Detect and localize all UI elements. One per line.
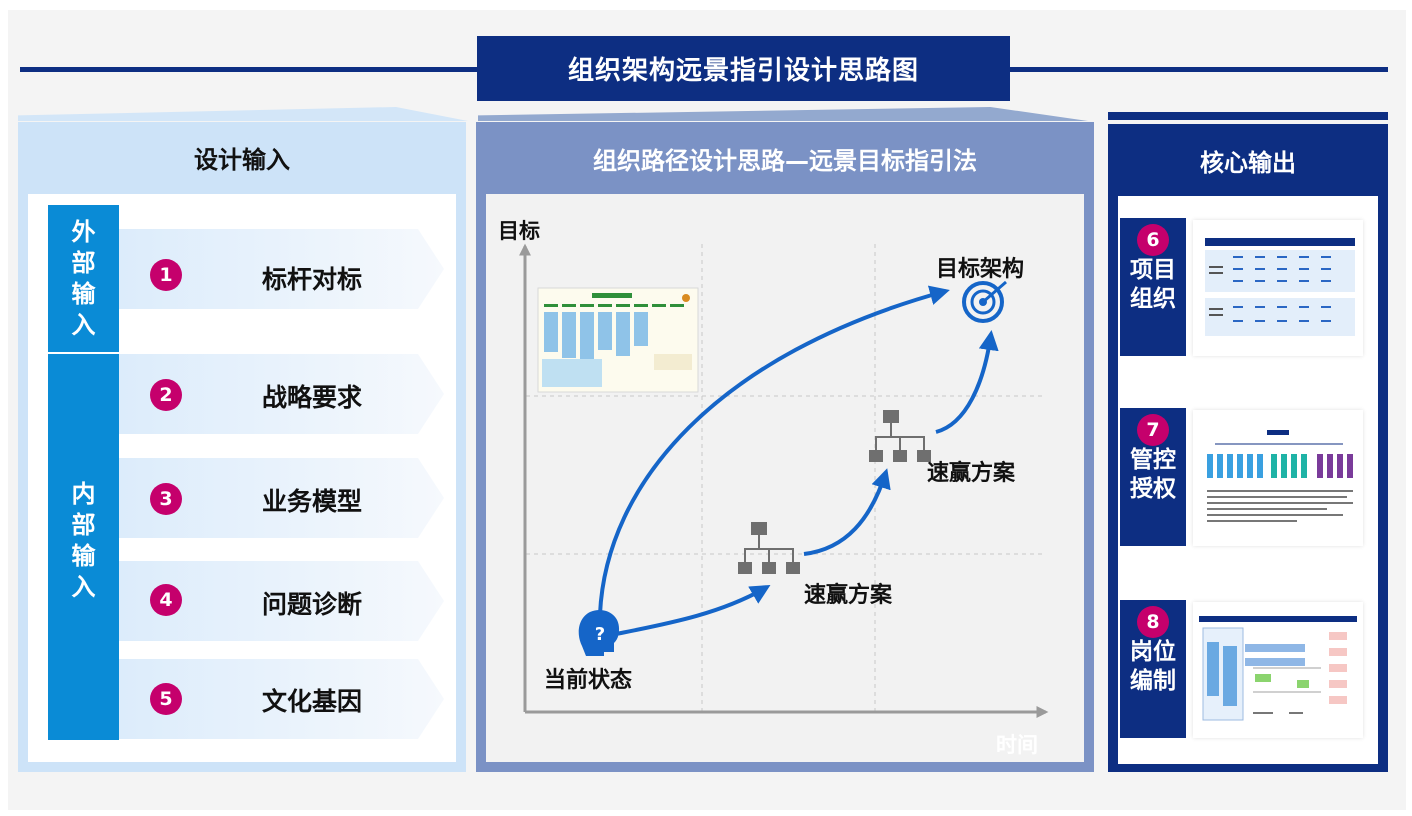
- input-item-label: 标杆对标: [262, 265, 363, 294]
- external-input-tab: 外 部 输 入: [48, 205, 119, 352]
- path-diagram: ? 目标 时间 当前状态 速赢方案 速赢方案 目标架构: [498, 219, 1049, 757]
- project-org-table-thumbnail: [1193, 220, 1363, 356]
- target-icon: [962, 280, 1007, 323]
- output-item-authorization: 7 管控 授权: [1120, 408, 1186, 546]
- input-item-label: 战略要求: [262, 383, 363, 412]
- output-item-number: 6: [1137, 224, 1169, 256]
- input-item-number: 5: [150, 683, 182, 715]
- step-arrow-2: [803, 468, 891, 556]
- quick-win-label: 速赢方案: [804, 582, 893, 608]
- input-item-number: 3: [150, 483, 182, 515]
- output-item-label: 项目 组织: [1130, 257, 1176, 312]
- org-chart-thumbnail: [537, 287, 699, 393]
- quick-win-label: 速赢方案: [927, 460, 1016, 486]
- output-item-project-org: 6 项目 组织: [1120, 218, 1186, 356]
- output-item-staffing: 8 岗位 编制: [1120, 600, 1186, 738]
- input-item-number: 2: [150, 379, 182, 411]
- internal-input-label: 内 部 输 入: [71, 480, 96, 601]
- path-panel-heading: 组织路径设计思路—远景目标指引法: [593, 146, 977, 175]
- current-state-label: 当前状态: [544, 667, 632, 693]
- org-chart-icon: [738, 522, 800, 574]
- input-item-number: 4: [150, 584, 182, 616]
- output-item-label: 岗位 编制: [1130, 639, 1176, 694]
- page-title: 组织架构远景指引设计思路图: [477, 36, 1010, 101]
- org-chart-icon: [869, 410, 931, 462]
- external-input-label: 外 部 输 入: [71, 218, 96, 339]
- step-arrow-3: [935, 330, 999, 434]
- path-panel: 组织路径设计思路—远景目标指引法: [476, 122, 1094, 772]
- output-panel-heading: 核心输出: [1200, 148, 1296, 177]
- thinking-head-icon: ?: [578, 610, 620, 656]
- input-item-number: 1: [150, 259, 182, 291]
- internal-input-tab: 内 部 输 入: [48, 354, 119, 740]
- vision-arrow: [598, 285, 950, 615]
- step-arrow-1: [615, 584, 771, 636]
- input-item-label: 文化基因: [262, 687, 363, 716]
- output-item-number: 8: [1137, 606, 1169, 638]
- x-axis-label: 时间: [996, 733, 1038, 757]
- question-mark: ?: [595, 624, 605, 645]
- authorization-chart-thumbnail: [1193, 410, 1363, 546]
- target-architecture-label: 目标架构: [936, 256, 1024, 282]
- input-item-label: 业务模型: [262, 487, 363, 516]
- y-axis-label: 目标: [498, 219, 540, 243]
- input-panel-heading: 设计输入: [194, 145, 290, 174]
- input-item-label: 问题诊断: [262, 590, 363, 619]
- output-item-label: 管控 授权: [1130, 447, 1176, 502]
- output-item-number: 7: [1137, 414, 1169, 446]
- output-panel-cap: [1108, 112, 1388, 120]
- staffing-flow-thumbnail: [1193, 602, 1363, 738]
